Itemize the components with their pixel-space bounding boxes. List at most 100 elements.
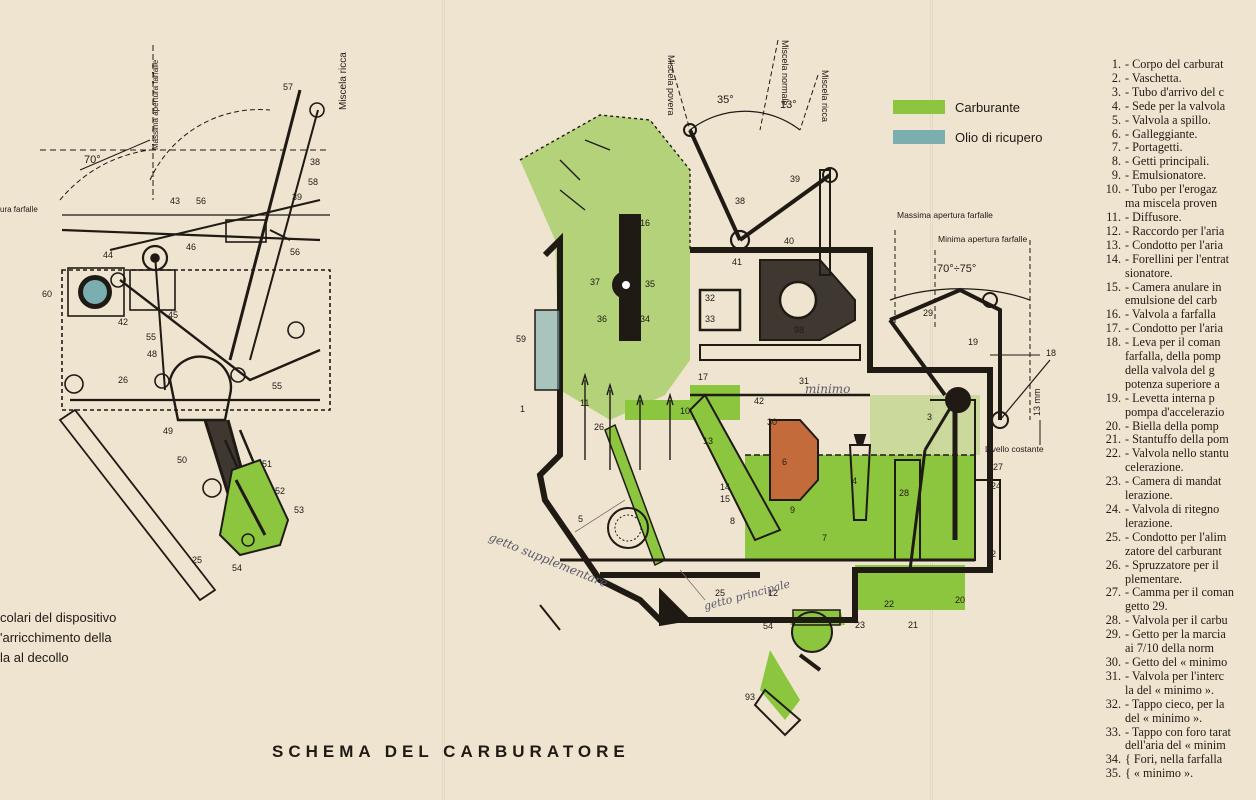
callout-number: 36 bbox=[597, 314, 607, 324]
part-number bbox=[1087, 364, 1121, 378]
part-description: - Condotto per l'alim bbox=[1125, 529, 1227, 544]
part-description: - Diffusore. bbox=[1125, 209, 1182, 224]
part-description: lerazione. bbox=[1125, 488, 1173, 503]
callout-number: 17 bbox=[698, 372, 708, 382]
callout-number: 29 bbox=[923, 308, 933, 318]
parts-list-item: sionatore. bbox=[1087, 265, 1256, 281]
callout-number: 43 bbox=[170, 196, 180, 206]
left-oil-plug bbox=[67, 267, 125, 317]
parts-list-item: pompa d'accelerazio bbox=[1087, 404, 1256, 420]
callout-number: 16 bbox=[640, 218, 650, 228]
callout-number: 50 bbox=[177, 455, 187, 465]
callout-number: 39 bbox=[790, 174, 800, 184]
parts-list-item: 13.- Condotto per l'aria bbox=[1087, 238, 1256, 253]
fuel-swatch bbox=[893, 100, 945, 114]
parts-list-item: 28. - Valvola per il carbu bbox=[1087, 613, 1256, 628]
part-description: plementare. bbox=[1125, 571, 1183, 586]
part-number bbox=[1087, 378, 1121, 392]
part-number: 3. bbox=[1111, 84, 1121, 99]
part-description: pompa d'accelerazio bbox=[1125, 404, 1225, 419]
legend-oil: Olio di ricupero bbox=[893, 122, 1083, 152]
part-description: la del « minimo ». bbox=[1125, 682, 1215, 697]
callout-number: 19 bbox=[968, 337, 978, 347]
parts-list-item: 1.- Corpo del carburat bbox=[1087, 58, 1256, 72]
fold-line bbox=[442, 0, 445, 800]
normal-mix-label: Miscela normale bbox=[780, 40, 790, 106]
part-description: - Levetta interna p bbox=[1125, 390, 1215, 405]
rich-mix-right-label: Miscela ricca bbox=[820, 70, 830, 122]
max-throttle-label: Massima apertura farfalle bbox=[151, 59, 160, 150]
part-number bbox=[1087, 545, 1121, 559]
callout-number: 3 bbox=[927, 412, 932, 422]
parts-list-item: dell'aria del « minim bbox=[1087, 739, 1256, 753]
angle-range-label: 70°÷75° bbox=[937, 263, 976, 275]
parts-list-item: 21.- Stantuffo della pom bbox=[1087, 433, 1256, 447]
part-description: - Getto del « minimo bbox=[1125, 654, 1228, 669]
carburetor-body bbox=[519, 114, 1001, 737]
part-description: { « minimo ». bbox=[1125, 766, 1194, 781]
part-number: 6. bbox=[1111, 126, 1121, 141]
parts-list-item: 35. { « minimo ». bbox=[1087, 766, 1256, 781]
callout-number: 49 bbox=[163, 426, 173, 436]
part-number: 27. bbox=[1105, 585, 1121, 600]
part-number bbox=[1087, 573, 1121, 587]
callout-number: 37 bbox=[590, 277, 600, 287]
part-description: - Leva per il coman bbox=[1125, 335, 1221, 350]
part-number: 25. bbox=[1105, 529, 1121, 544]
parts-list-item: emulsione del carb bbox=[1087, 294, 1256, 308]
left-caption: colari del dispositivo 'arricchimento de… bbox=[0, 608, 150, 668]
parts-list-item: del « minimo ». bbox=[1087, 711, 1256, 726]
callout-number: 54 bbox=[763, 621, 773, 631]
parts-list-item: 25. - Condotto per l'alim bbox=[1087, 529, 1256, 545]
part-description: sionatore. bbox=[1125, 265, 1173, 280]
caption-line: colari del dispositivo bbox=[0, 610, 117, 625]
part-number: 9. bbox=[1111, 168, 1121, 183]
part-description: - Emulsionatore. bbox=[1125, 168, 1207, 183]
part-description: getto 29. bbox=[1125, 599, 1168, 614]
part-description: zatore del carburant bbox=[1125, 543, 1222, 558]
part-description: celerazione. bbox=[1125, 460, 1184, 475]
legend-fuel: Carburante bbox=[893, 92, 1083, 122]
part-description: - Tubo per l'erogaz bbox=[1125, 182, 1217, 197]
left-annotations: Massima apertura farfalle Miscela ricca … bbox=[0, 52, 349, 214]
part-description: - Valvola per il carbu bbox=[1125, 613, 1228, 628]
parts-list-item: farfalla, della pomp bbox=[1087, 349, 1256, 364]
part-number: 12. bbox=[1105, 223, 1121, 238]
callout-number: 26 bbox=[118, 375, 128, 385]
parts-list-item: 26.- Spruzzatore per il bbox=[1087, 557, 1256, 573]
part-number: 4. bbox=[1111, 98, 1121, 113]
callout-number: 27 bbox=[993, 462, 1003, 472]
part-number bbox=[1087, 406, 1121, 420]
callout-number: 28 bbox=[899, 488, 909, 498]
part-number: 32. bbox=[1105, 696, 1121, 711]
parts-list-item: 2.- Vaschetta. bbox=[1087, 71, 1256, 86]
part-number: 26. bbox=[1105, 557, 1121, 572]
parts-list-item: zatore del carburant bbox=[1087, 543, 1256, 559]
callout-number: 52 bbox=[275, 486, 285, 496]
callout-number: 34 bbox=[640, 314, 650, 324]
level-label: Livello costante bbox=[985, 444, 1044, 454]
callout-number: 21 bbox=[908, 620, 918, 630]
parts-list-item: 33.- Tappo con foro tarat bbox=[1087, 725, 1256, 740]
part-number: 28. bbox=[1105, 613, 1121, 628]
callout-number: 24 bbox=[991, 481, 1001, 491]
part-description: farfalla, della pomp bbox=[1125, 349, 1221, 364]
part-description: - Forellini per l'entrat bbox=[1125, 251, 1230, 266]
part-number: 35. bbox=[1105, 766, 1121, 781]
mm-label: 13 mm bbox=[1032, 388, 1042, 416]
callout-number: 98 bbox=[794, 325, 804, 335]
part-description: della valvola del g bbox=[1125, 362, 1215, 377]
callout-number: 60 bbox=[42, 289, 52, 299]
callout-number: 18 bbox=[1046, 348, 1056, 358]
callout-number: 20 bbox=[955, 595, 965, 605]
part-number: 19. bbox=[1105, 390, 1121, 405]
parts-list-item: 34.{ Fori, nella farfalla bbox=[1087, 752, 1256, 767]
part-number: 14. bbox=[1105, 251, 1121, 266]
part-number: 31. bbox=[1105, 668, 1121, 683]
left-detail-drawing bbox=[40, 45, 331, 602]
part-number bbox=[1087, 712, 1121, 726]
callout-number: 31 bbox=[799, 376, 809, 386]
part-number: 7. bbox=[1111, 140, 1121, 155]
part-number bbox=[1087, 294, 1121, 308]
callout-number: 41 bbox=[732, 257, 742, 267]
